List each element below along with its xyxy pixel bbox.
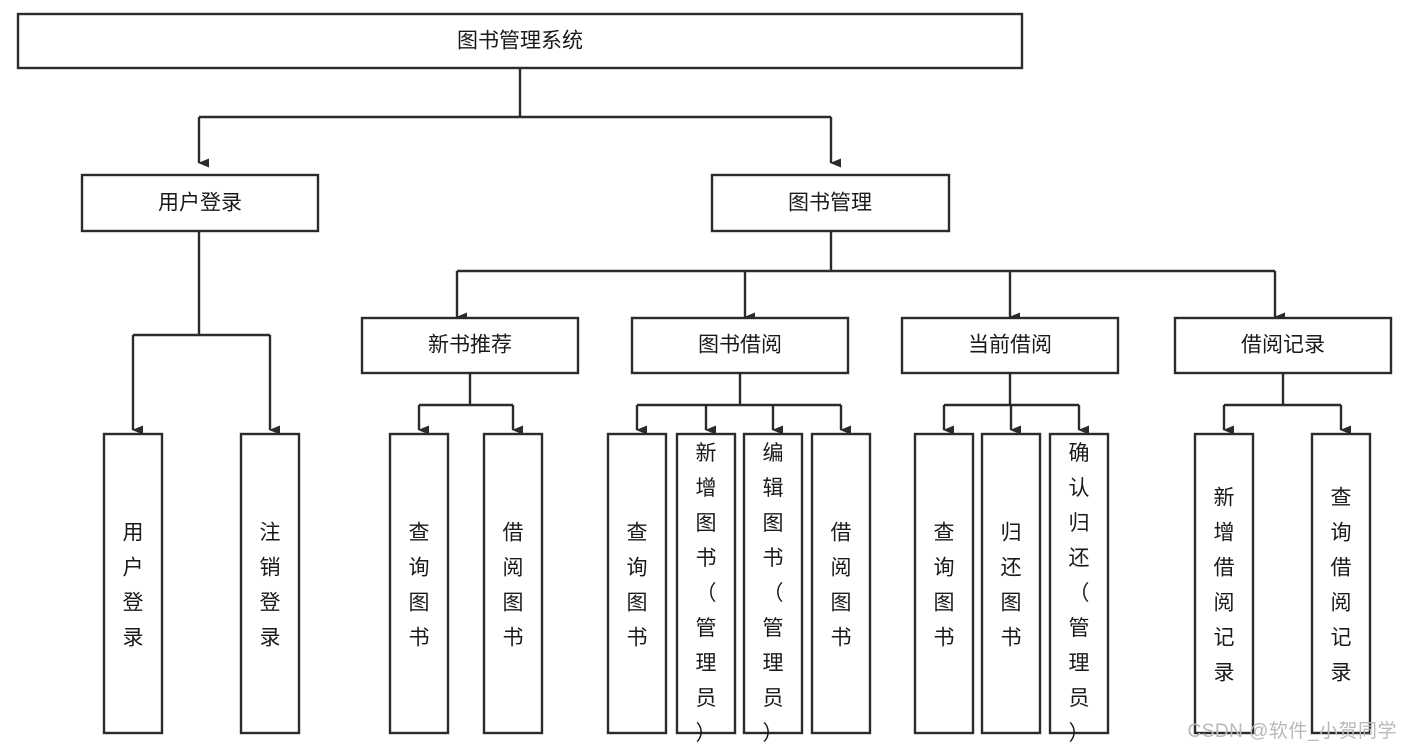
node-root-box[interactable] — [16, 12, 1024, 70]
node-borrow-record[interactable]: 借阅记录 — [1173, 316, 1393, 375]
leaf-borrow-1-box[interactable] — [606, 432, 668, 735]
leaf-borrow-2[interactable]: 新增图书（管理员） — [675, 432, 737, 745]
leaf-new-book-1-label: 查询图书 — [409, 522, 430, 650]
leaf-user-login-2[interactable]: 注销登录 — [239, 432, 301, 735]
leaf-borrow-2-box[interactable] — [675, 432, 737, 735]
leaf-record-1[interactable]: 新增借阅记录 — [1193, 432, 1255, 735]
leaf-borrow-4[interactable]: 借阅图书 — [810, 432, 872, 735]
leaf-current-3-label: 确认归还（管理员） — [1069, 442, 1090, 745]
node-current-borrow-box[interactable] — [900, 316, 1120, 375]
leaf-current-1-box[interactable] — [913, 432, 975, 735]
leaf-current-1[interactable]: 查询图书 — [913, 432, 975, 735]
leaf-current-2[interactable]: 归还图书 — [980, 432, 1042, 735]
node-current-borrow-label: 当前借阅 — [968, 334, 1052, 357]
node-current-borrow[interactable]: 当前借阅 — [900, 316, 1120, 375]
node-root-label: 图书管理系统 — [457, 30, 583, 53]
connector-group — [131, 68, 1351, 435]
node-borrow-record-box[interactable] — [1173, 316, 1393, 375]
leaf-borrow-4-label: 借阅图书 — [831, 522, 852, 650]
leaf-user-login-2-box[interactable] — [239, 432, 301, 735]
node-book-management-box[interactable] — [710, 173, 951, 233]
node-book-management-label: 图书管理 — [788, 192, 872, 215]
csdn-watermark: CSDN @软件_小贺同学 — [1187, 721, 1397, 742]
leaf-record-1-box[interactable] — [1193, 432, 1255, 735]
leaf-new-book-1-box[interactable] — [388, 432, 450, 735]
leaf-borrow-1-label: 查询图书 — [627, 522, 648, 650]
leaf-new-book-2-box[interactable] — [482, 432, 544, 735]
leaf-record-2-box[interactable] — [1310, 432, 1372, 735]
leaf-current-1-label: 查询图书 — [934, 522, 955, 650]
node-book-borrow-box[interactable] — [630, 316, 850, 375]
leaf-record-2[interactable]: 查询借阅记录 — [1310, 432, 1372, 735]
leaf-user-login-2-label: 注销登录 — [260, 522, 281, 650]
node-new-book-recommend-label: 新书推荐 — [428, 334, 512, 357]
leaf-user-login-1-label: 用户登录 — [123, 522, 144, 650]
leaf-record-1-label: 新增借阅记录 — [1214, 487, 1235, 685]
leaf-current-2-label: 归还图书 — [1001, 522, 1022, 650]
leaf-user-login-1[interactable]: 用户登录 — [102, 432, 164, 735]
node-book-borrow-label: 图书借阅 — [698, 334, 782, 357]
node-root[interactable]: 图书管理系统 — [16, 12, 1024, 70]
node-user-login-label: 用户登录 — [158, 192, 242, 215]
node-borrow-record-label: 借阅记录 — [1241, 334, 1325, 357]
leaf-borrow-3[interactable]: 编辑图书（管理员） — [742, 432, 804, 745]
leaf-current-3[interactable]: 确认归还（管理员） — [1048, 432, 1110, 745]
leaf-new-book-2[interactable]: 借阅图书 — [482, 432, 544, 735]
node-book-management[interactable]: 图书管理 — [710, 173, 951, 233]
leaf-new-book-2-label: 借阅图书 — [503, 522, 524, 650]
node-book-borrow[interactable]: 图书借阅 — [630, 316, 850, 375]
node-new-book-recommend-box[interactable] — [360, 316, 580, 375]
leaf-borrow-3-label: 编辑图书（管理员） — [763, 442, 784, 745]
leaf-current-3-box[interactable] — [1048, 432, 1110, 735]
leaf-user-login-1-box[interactable] — [102, 432, 164, 735]
leaf-new-book-1[interactable]: 查询图书 — [388, 432, 450, 735]
leaf-borrow-4-box[interactable] — [810, 432, 872, 735]
leaf-borrow-2-label: 新增图书（管理员） — [696, 442, 717, 745]
leaf-borrow-3-box[interactable] — [742, 432, 804, 735]
node-user-login-box[interactable] — [80, 173, 320, 233]
node-new-book-recommend[interactable]: 新书推荐 — [360, 316, 580, 375]
leaf-borrow-1[interactable]: 查询图书 — [606, 432, 668, 735]
leaf-record-2-label: 查询借阅记录 — [1331, 487, 1352, 685]
leaf-current-2-box[interactable] — [980, 432, 1042, 735]
node-user-login[interactable]: 用户登录 — [80, 173, 320, 233]
